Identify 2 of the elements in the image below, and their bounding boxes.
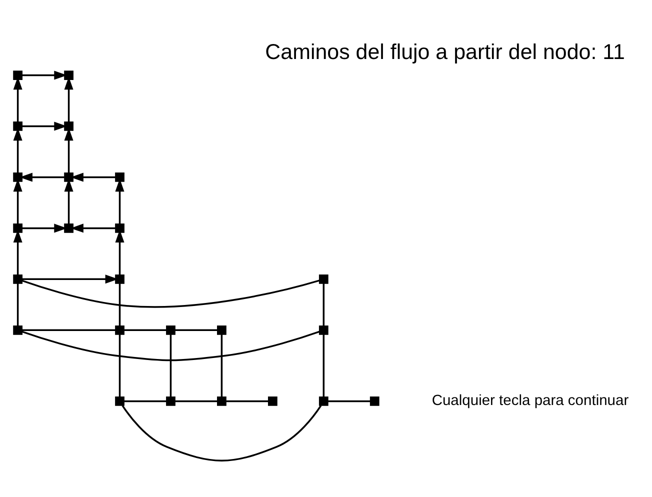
diagram-title: Caminos del flujo a partir del nodo: 11	[265, 40, 625, 64]
label: Cualquier tecla para continuar	[432, 392, 629, 409]
